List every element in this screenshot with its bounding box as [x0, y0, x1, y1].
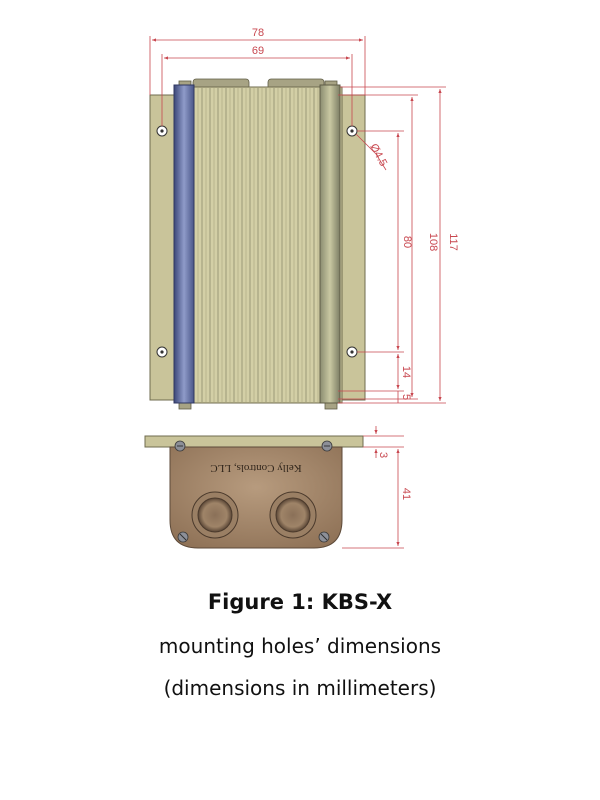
dim-hole-diameter: Ø4.5 — [367, 142, 389, 169]
dim-edge-offset: 5 — [400, 394, 412, 400]
dim-overall-length: 117 — [447, 233, 459, 251]
dimension-lines — [149, 36, 446, 404]
dim-hole-spacing: 80 — [401, 236, 413, 248]
end-view-dimension-lines — [342, 426, 404, 549]
heatsink-fins — [197, 88, 319, 402]
dim-overall-width: 78 — [252, 27, 264, 39]
technical-drawing: 78 69 Ø4.5 80 108 117 14 5 Kelly Control… — [144, 27, 459, 549]
top-view — [149, 78, 366, 410]
dim-height: 41 — [400, 488, 412, 500]
left-end-rail — [173, 84, 195, 404]
cable-ports — [191, 491, 317, 539]
end-view: Kelly Controls, LLC — [144, 435, 364, 549]
manufacturer-label: Kelly Controls, LLC — [210, 462, 301, 474]
dim-flange-thickness: 3 — [377, 452, 389, 458]
right-end-rail — [319, 84, 341, 404]
dim-fin-width: 69 — [252, 45, 264, 57]
figure-caption-subtitle: mounting holes’ dimensions — [158, 634, 442, 658]
figure-caption-units-note: (dimensions in millimeters) — [163, 676, 437, 700]
figure-caption-title: Figure 1: KBS-X — [207, 590, 393, 614]
dim-body-length: 108 — [427, 233, 439, 251]
dim-hole-to-edge: 14 — [400, 366, 412, 378]
